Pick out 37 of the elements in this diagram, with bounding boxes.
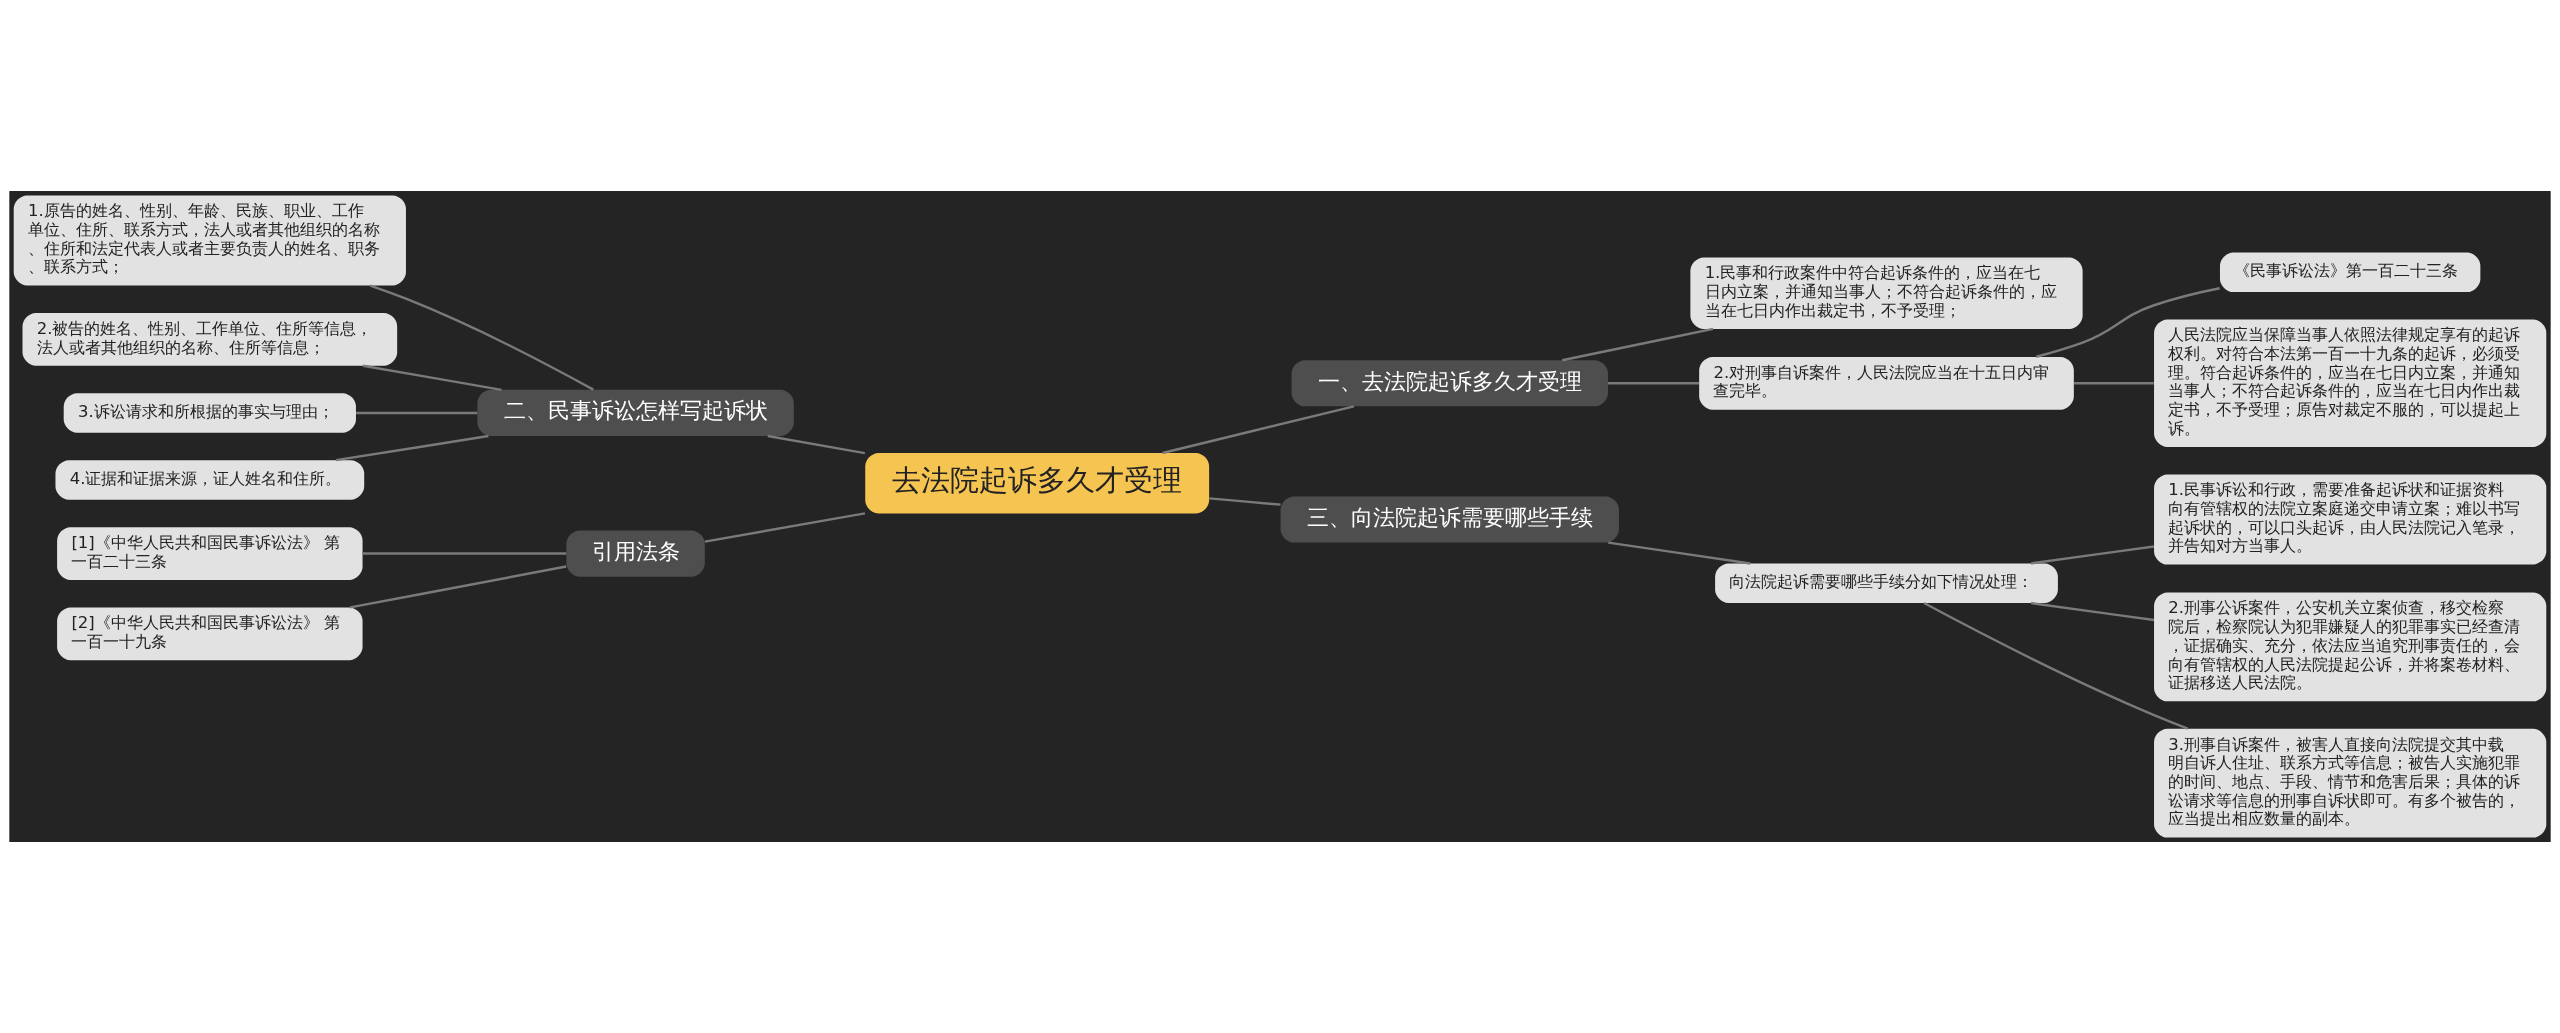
node-box: 一、去法院起诉多久才受理 — [1291, 360, 1608, 407]
connector — [362, 552, 567, 555]
connector — [335, 434, 489, 462]
node-box: 1.原告的姓名、性别、年龄、民族、职业、工作单位、住所、联系方式，法人或者其他组织的名称、住所和法定代表人或者主要负责人的姓名、职务、联系方式； — [13, 195, 406, 286]
connector — [704, 512, 866, 543]
connector — [1923, 602, 2189, 730]
node-box: 3.诉讼请求和所根据的事实与理由； — [63, 393, 356, 433]
connector — [2073, 382, 2154, 385]
node-box: 1.民事诉讼和行政，需要准备起诉状和证据资料向有管辖权的法院立案庭递交申请立案；难以书写起诉状的，可以口头起诉，由人民法院记入笔录，并告知对方当事人。 — [2154, 474, 2547, 565]
connector — [2035, 287, 2220, 358]
connector — [350, 565, 567, 609]
connector — [1561, 327, 1714, 362]
connector — [1162, 405, 1355, 455]
connector — [356, 411, 478, 415]
node-box: 向法院起诉需要哪些手续分如下情况处理： — [1715, 563, 2058, 604]
node-box: 去法院起诉多久才受理 — [865, 453, 1210, 514]
node-box: 二、民事诉讼怎样写起诉状 — [477, 389, 794, 436]
connector — [362, 364, 502, 392]
connector — [1209, 497, 1281, 506]
node-box: 2.刑事公诉案件，公安机关立案侦查，移交检察院后，检察院认为犯罪嫌疑人的犯罪事实已经查清，证据确实、充分，依法应当追究刑事责任的，会向有管辖权的人民法院提起公诉，并将案卷材料、证据移送人民法院。 — [2154, 592, 2547, 702]
connector — [2030, 601, 2155, 622]
node-box: 2.被告的姓名、性别、工作单位、住所等信息，法人或者其他组织的名称、住所等信息； — [22, 312, 398, 366]
connector — [767, 434, 866, 455]
node-box: 4.证据和证据来源，证人姓名和住所。 — [55, 460, 365, 500]
connector — [2030, 545, 2155, 565]
connector — [1608, 541, 1751, 565]
connector — [1608, 382, 1699, 385]
connector — [369, 284, 594, 391]
node-box: 引用法条 — [566, 530, 705, 577]
node-box: 人民法院应当保障当事人依照法律规定享有的起诉权利。对符合本法第一百一十九条的起诉，必须受理。符合起诉条件的，应当在七日内立案，并通知当事人；不符合起诉条件的，应当在七日内作出裁定书，不予受理；原告对裁定不服的，可以提起上诉。 — [2154, 319, 2547, 447]
node-box: 《民事诉讼法》第一百二十三条 — [2219, 252, 2481, 293]
node-box: [1]《中华人民共和国民事诉讼法》 第一百二十三条 — [57, 527, 363, 580]
node-box: 3.刑事自诉案件，被害人直接向法院提交其中载明自诉人住址、联系方式等信息；被告人实施犯罪的时间、地点、手段、情节和危害后果；具体的诉讼请求等信息的刑事自诉状即可。有多个被告的，应当提出相应数量的副本。 — [2154, 728, 2547, 838]
node-box: 1.民事和行政案件中符合起诉条件的，应当在七日内立案，并通知当事人；不符合起诉条件的，应当在七日内作出裁定书，不予受理； — [1690, 257, 2083, 329]
node-box: 三、向法院起诉需要哪些手续 — [1280, 496, 1619, 543]
node-box: 2.对刑事自诉案件，人民法院应当在十五日内审查完毕。 — [1699, 356, 2074, 410]
node-box: [2]《中华人民共和国民事诉讼法》 第一百一十九条 — [57, 607, 363, 661]
